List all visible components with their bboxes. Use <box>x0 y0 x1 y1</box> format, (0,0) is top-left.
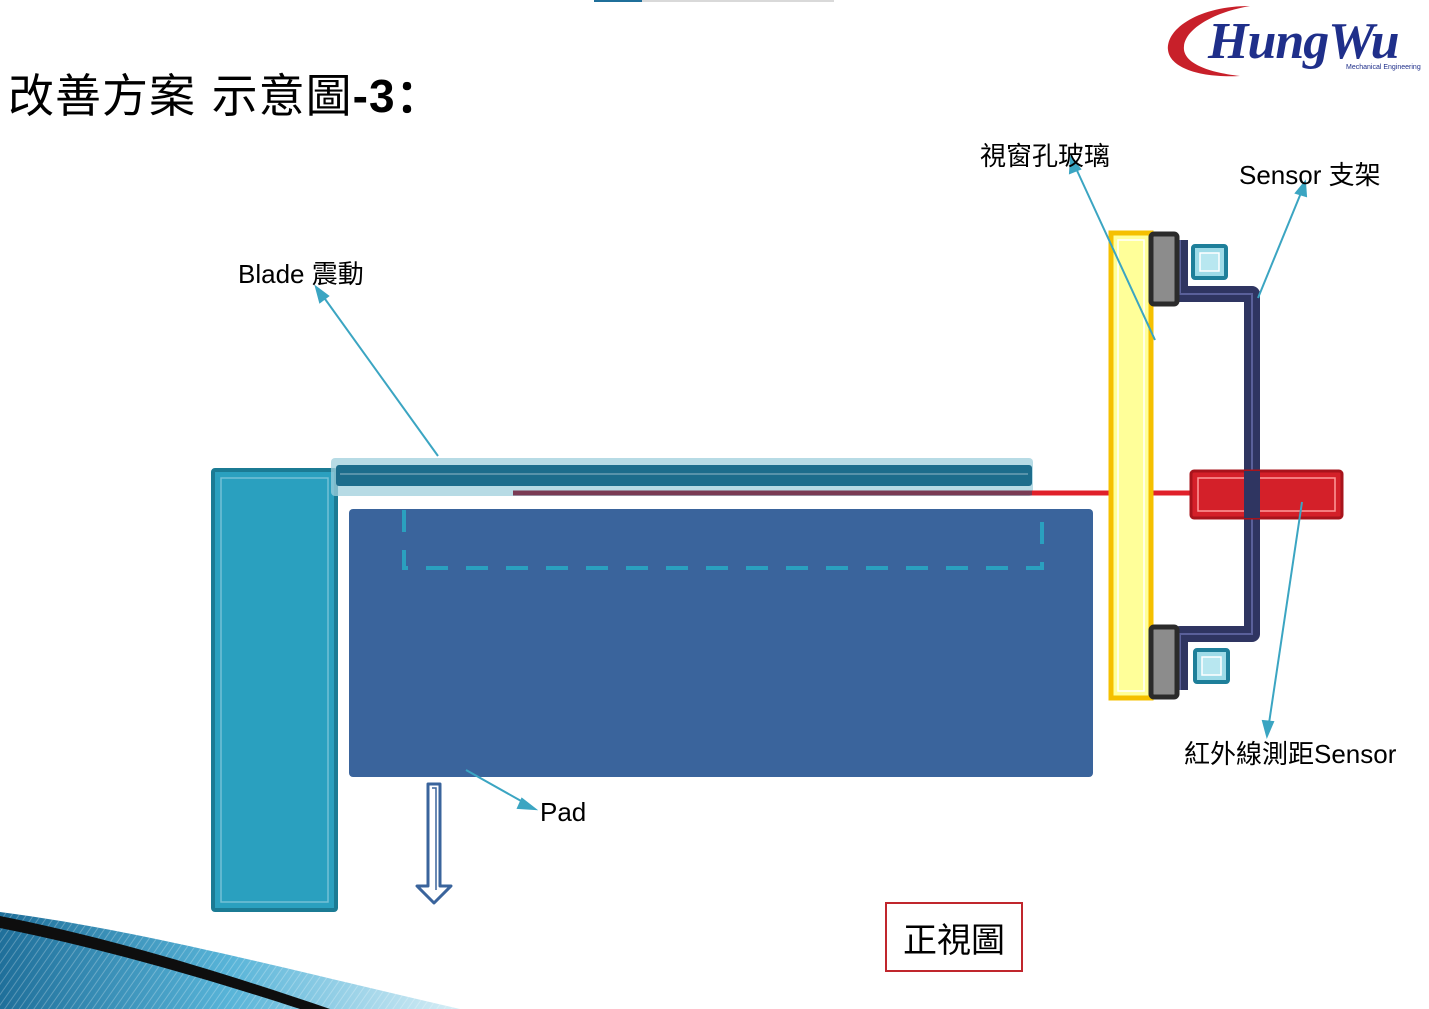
leader-lines <box>314 155 1308 811</box>
window-glass <box>1108 230 1154 701</box>
view-label-box: 正視圖 <box>885 902 1023 972</box>
leader-blade <box>319 291 439 457</box>
page-title-suffix: -3： <box>352 70 443 122</box>
logo-name: HungWu <box>1208 13 1400 70</box>
label-sensor-bracket: Sensor 支架 <box>1239 160 1381 190</box>
label-blade: Blade 震動 <box>238 259 364 289</box>
ir-sensor <box>1189 469 1344 520</box>
pad-block <box>349 509 1093 777</box>
leader-window-glass <box>1073 163 1156 341</box>
leader-ir-sensor <box>1267 501 1303 731</box>
view-label: 正視圖 <box>903 920 1005 961</box>
company-logo: HungWu Mechanical Engineering <box>1160 2 1425 80</box>
down-arrow <box>415 782 453 905</box>
leader-sensor-bracket <box>1257 187 1304 299</box>
label-window-glass: 視窗孔玻璃 <box>980 142 1111 172</box>
logo-subtitle: Mechanical Engineering <box>1346 64 1421 71</box>
page-title: 改善方案 示意圖-3： <box>8 60 443 126</box>
label-pad: Pad <box>540 797 587 827</box>
sensor-bracket <box>1148 231 1260 700</box>
blade <box>331 458 1033 496</box>
corner-swoosh <box>0 912 460 1009</box>
leader-pad <box>465 769 531 807</box>
label-ir-sensor: 紅外線測距Sensor <box>1184 739 1397 769</box>
page-title-main: 改善方案 示意圖 <box>8 69 353 123</box>
logo-swoosh-icon <box>1167 6 1250 77</box>
top-accent-bar <box>594 0 834 2</box>
base-column <box>211 468 338 912</box>
